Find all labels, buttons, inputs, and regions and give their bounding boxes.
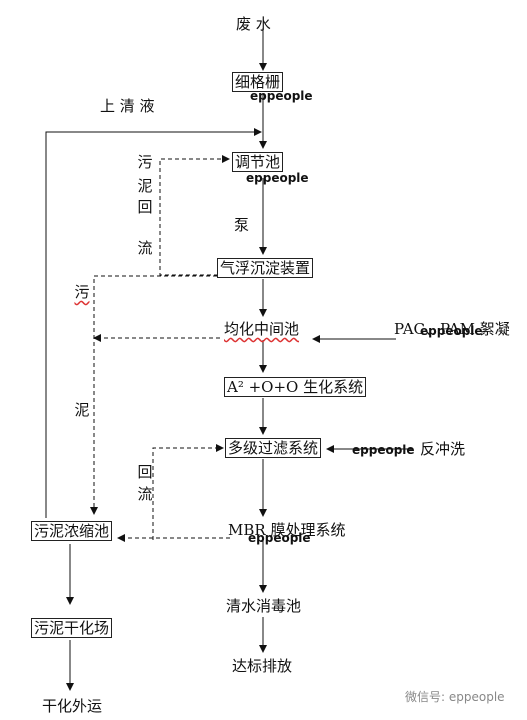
fine-screen-box: 细格栅 bbox=[232, 72, 284, 92]
wastewater-label: 废 水 bbox=[236, 15, 271, 33]
watermark: eppeople bbox=[420, 324, 483, 338]
watermark: eppeople bbox=[248, 531, 311, 545]
sludge-return-char-4: 流 bbox=[137, 239, 153, 257]
dashed-flotation-sludge bbox=[90, 275, 217, 515]
sludge-return-char-2: 泥 bbox=[137, 177, 153, 195]
supernatant-label: 上 清 液 bbox=[100, 97, 155, 115]
pump-label: 泵 bbox=[234, 216, 250, 234]
bio-system-box: A² +O+O 生化系统 bbox=[224, 377, 367, 397]
dashed-return-to-filter bbox=[152, 444, 224, 540]
external-transport-label: 干化外运 bbox=[42, 697, 103, 715]
wechat-footer: 微信号: eppeople bbox=[405, 690, 505, 704]
air-flotation-box: 气浮沉淀装置 bbox=[217, 258, 314, 278]
watermark: eppeople bbox=[352, 443, 415, 457]
arrow-supernatant-return bbox=[45, 128, 262, 518]
pac-pam-label: PAC、PAM 絮凝 bbox=[394, 320, 510, 338]
sludge-left-char-2: 泥 bbox=[74, 401, 90, 419]
sludge-drying-box: 污泥干化场 bbox=[31, 618, 113, 638]
return-char-1: 回 bbox=[137, 463, 153, 481]
sludge-thickener-box: 污泥浓缩池 bbox=[31, 521, 113, 541]
watermark: eppeople bbox=[250, 89, 313, 103]
regulating-tank-box: 调节池 bbox=[232, 152, 284, 172]
discharge-label: 达标排放 bbox=[232, 657, 293, 675]
backwash-label: 反冲洗 bbox=[420, 440, 466, 458]
equalization-tank-label: 均化中间池 bbox=[224, 320, 300, 338]
sludge-return-char-1: 污 bbox=[137, 153, 153, 171]
clear-disinfection-label: 清水消毒池 bbox=[226, 597, 302, 615]
dashed-sludge-return bbox=[159, 155, 230, 276]
mbr-label: MBR 膜处理系统 bbox=[228, 521, 346, 539]
sludge-left-char-1: 污 bbox=[74, 283, 90, 301]
watermark: eppeople bbox=[246, 171, 309, 185]
return-char-2: 流 bbox=[137, 485, 153, 503]
multi-filter-box: 多级过滤系统 bbox=[225, 438, 322, 458]
sludge-return-char-3: 回 bbox=[137, 198, 153, 216]
